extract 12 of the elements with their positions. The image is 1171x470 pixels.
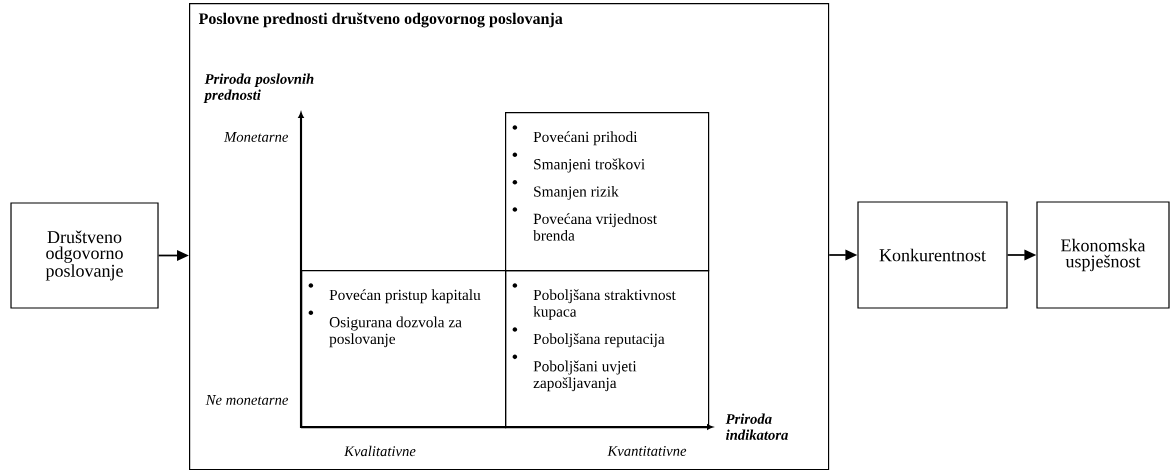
axis-label: Priroda indikatora: [725, 413, 788, 440]
process-box: Ekonomska uspješnost: [1036, 201, 1170, 309]
axis-label: Priroda poslovnih prednosti: [203, 73, 314, 103]
axis-label: Ne monetarne: [205, 395, 289, 405]
process-box: Konkurentnost: [857, 201, 1008, 309]
quadrant-box: Poboljšana straktivnost kupaca Poboljšana reputacija Poboljšani uvjeti zapošljavanja: [505, 270, 710, 429]
axis-label: Kvantitativne: [607, 446, 687, 456]
quadrant-box: Povećani prihodi Smanjeni troškovi Smanjen rizik Povećana vrijednost brenda: [505, 112, 710, 272]
axis-label: Kvalitativne: [344, 445, 416, 457]
process-box: Društveno odgovorno poslovanje: [10, 202, 159, 309]
axis-label: Monetarne: [223, 132, 289, 142]
quadrant-box: Povećan pristup kapitalu Osigurana dozvola za poslovanje: [301, 270, 507, 429]
